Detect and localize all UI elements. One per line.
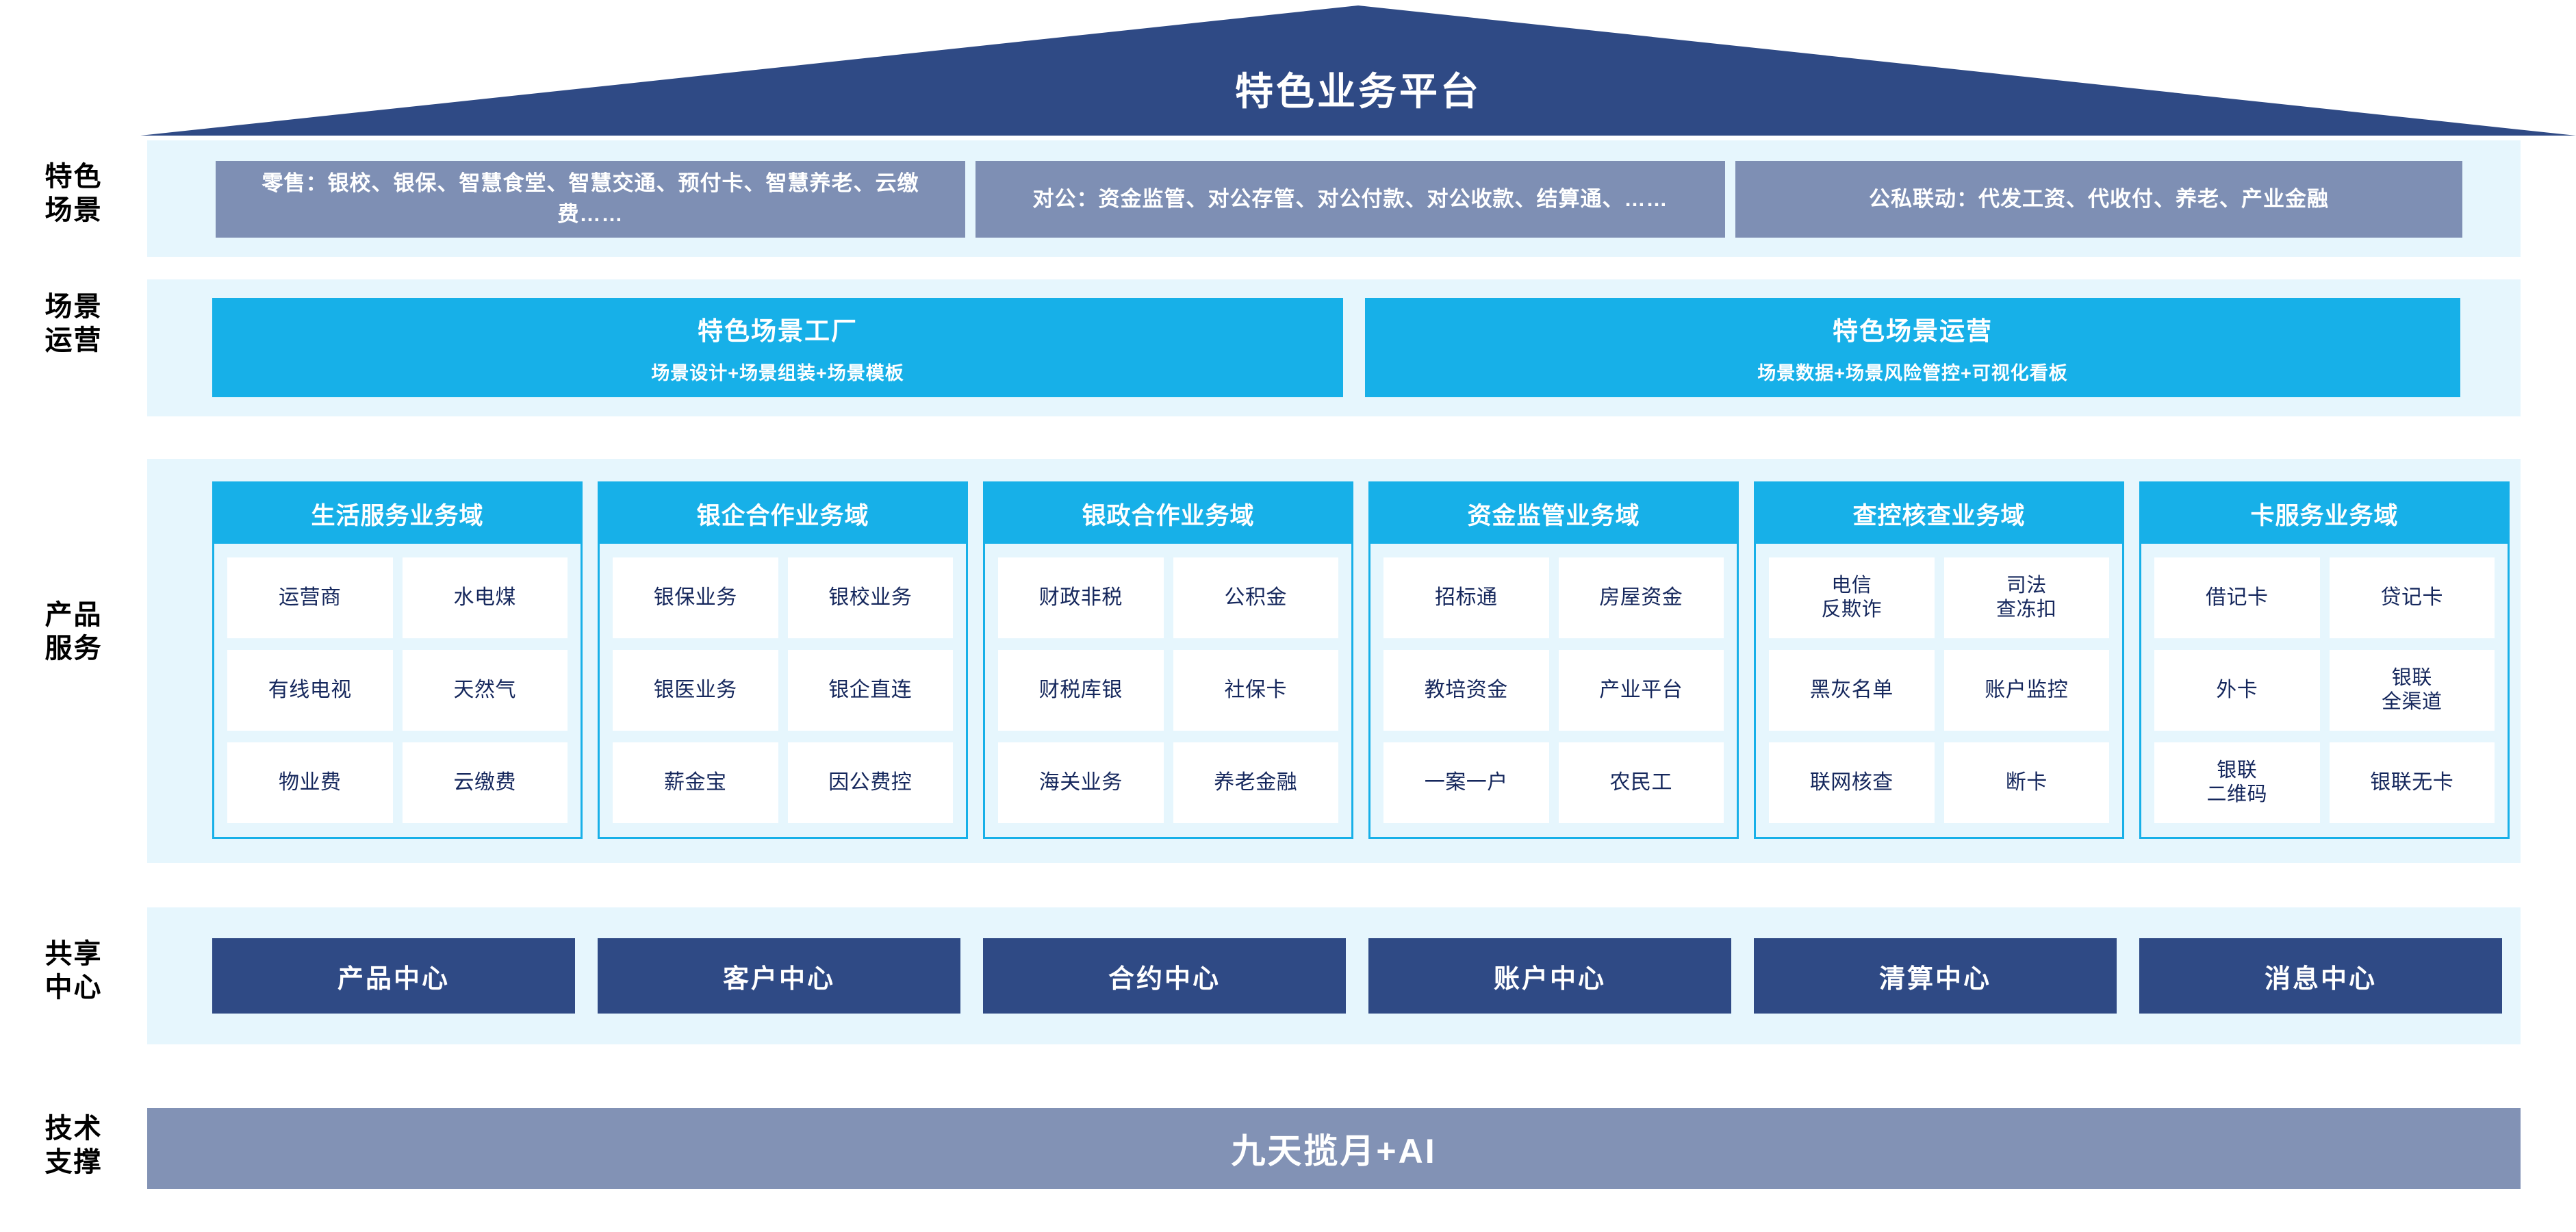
domain-cell-grid: 招标通 房屋资金 教培资金 产业平台 一案一户 农民工 <box>1370 544 1737 837</box>
rail-label-tech-support: 技术 支撑 <box>0 1096 147 1195</box>
center-box-message[interactable]: 消息中心 <box>2139 938 2502 1014</box>
domain-cell[interactable]: 公积金 <box>1173 557 1338 638</box>
rail-label-products: 产品 服务 <box>0 582 147 681</box>
center-box-label: 账户中心 <box>1493 964 1606 994</box>
ops-subtitle: 场景设计+场景组装+场景模板 <box>651 363 904 384</box>
rail-label-line2: 支撑 <box>44 1146 103 1177</box>
center-box-label: 客户中心 <box>722 964 835 994</box>
center-box-account[interactable]: 账户中心 <box>1368 938 1731 1014</box>
domain-cell[interactable]: 云缴费 <box>402 742 568 823</box>
rail-label-line2: 场景 <box>44 194 103 225</box>
center-box-clearing[interactable]: 清算中心 <box>1754 938 2117 1014</box>
rail-label-shared-centers: 共享 中心 <box>0 921 147 1020</box>
domain-cell[interactable]: 银联二维码 <box>2154 742 2320 823</box>
domain-investigation-control[interactable]: 查控核查业务域 电信反欺诈 司法查冻扣 黑灰名单 账户监控 联网核查 断卡 <box>1754 481 2124 839</box>
domain-cell[interactable]: 银联无卡 <box>2329 742 2495 823</box>
domain-cell[interactable]: 物业费 <box>227 742 393 823</box>
rail-label-line1: 场景 <box>44 291 103 322</box>
domain-title: 查控核查业务域 <box>1756 483 2122 544</box>
roof-shape <box>140 5 2576 136</box>
domain-cell-grid: 电信反欺诈 司法查冻扣 黑灰名单 账户监控 联网核查 断卡 <box>1756 544 2122 837</box>
domain-cell[interactable]: 银校业务 <box>787 557 953 638</box>
tech-support-bar[interactable]: 九天揽月+AI <box>147 1108 2521 1189</box>
rail-label-line1: 产品 <box>44 599 103 630</box>
ops-box-scene-operations[interactable]: 特色场景运营 场景数据+场景风险管控+可视化看板 <box>1365 298 2460 397</box>
ops-title: 特色场景运营 <box>1833 317 1993 345</box>
center-box-product[interactable]: 产品中心 <box>212 938 575 1014</box>
rail-label-line1: 技术 <box>44 1113 103 1144</box>
domain-cell[interactable]: 房屋资金 <box>1558 557 1724 638</box>
rail-label-operations: 场景 运营 <box>0 274 147 373</box>
center-box-label: 产品中心 <box>337 964 450 994</box>
domain-card-services[interactable]: 卡服务业务域 借记卡 贷记卡 外卡 银联全渠道 银联二维码 银联无卡 <box>2139 481 2510 839</box>
domain-cell[interactable]: 招标通 <box>1383 557 1549 638</box>
scene-box-text: 公私联动：代发工资、代收付、养老、产业金融 <box>1869 186 2329 211</box>
domain-life-services[interactable]: 生活服务业务域 运营商 水电煤 有线电视 天然气 物业费 云缴费 <box>212 481 583 839</box>
domain-title: 资金监管业务域 <box>1370 483 1737 544</box>
domain-cell[interactable]: 外卡 <box>2154 650 2320 731</box>
center-box-label: 合约中心 <box>1108 964 1221 994</box>
domain-cell-grid: 借记卡 贷记卡 外卡 银联全渠道 银联二维码 银联无卡 <box>2141 544 2508 837</box>
row-label-rail: 特色 场景 场景 运营 产品 服务 共享 中心 技术 支撑 <box>0 0 147 1232</box>
domain-cell[interactable]: 天然气 <box>402 650 568 731</box>
rail-label-line2: 中心 <box>44 972 103 1003</box>
domain-cell[interactable]: 教培资金 <box>1383 650 1549 731</box>
domain-cell[interactable]: 司法查冻扣 <box>1943 557 2109 638</box>
domain-cell[interactable]: 银保业务 <box>613 557 778 638</box>
domain-cell[interactable]: 贷记卡 <box>2329 557 2495 638</box>
scene-box-text: 零售：银校、银保、智慧食堂、智慧交通、预付卡、智慧养老、云缴费…… <box>262 171 919 226</box>
domain-cell[interactable]: 财政非税 <box>998 557 1164 638</box>
domain-cell[interactable]: 银联全渠道 <box>2329 650 2495 731</box>
domain-cell[interactable]: 银企直连 <box>787 650 953 731</box>
page-title: 特色业务平台 <box>1235 69 1481 113</box>
domain-cell[interactable]: 有线电视 <box>227 650 393 731</box>
domain-cell[interactable]: 薪金宝 <box>613 742 778 823</box>
scene-box-public-private: 公私联动：代发工资、代收付、养老、产业金融 <box>1735 161 2462 238</box>
rail-label-line2: 服务 <box>44 633 103 664</box>
rail-label-scenes: 特色 场景 <box>0 144 147 243</box>
domain-cell-grid: 财政非税 公积金 财税库银 社保卡 海关业务 养老金融 <box>985 544 1351 837</box>
domain-cell[interactable]: 账户监控 <box>1943 650 2109 731</box>
domain-cell-grid: 运营商 水电煤 有线电视 天然气 物业费 云缴费 <box>214 544 581 837</box>
domain-title: 卡服务业务域 <box>2141 483 2508 544</box>
domain-cell[interactable]: 农民工 <box>1558 742 1724 823</box>
platform-roof: 特色业务平台 <box>140 5 2576 136</box>
domain-cell[interactable]: 因公费控 <box>787 742 953 823</box>
scene-box-corporate: 对公：资金监管、对公存管、对公付款、对公收款、结算通、…… <box>975 161 1725 238</box>
domain-cell[interactable]: 产业平台 <box>1558 650 1724 731</box>
scene-box-text: 对公：资金监管、对公存管、对公付款、对公收款、结算通、…… <box>1032 186 1668 211</box>
domain-cell[interactable]: 借记卡 <box>2154 557 2320 638</box>
ops-subtitle: 场景数据+场景风险管控+可视化看板 <box>1757 363 2068 384</box>
domain-title: 生活服务业务域 <box>214 483 581 544</box>
domain-cell[interactable]: 养老金融 <box>1173 742 1338 823</box>
domain-cell[interactable]: 一案一户 <box>1383 742 1549 823</box>
ops-box-scene-factory[interactable]: 特色场景工厂 场景设计+场景组装+场景模板 <box>212 298 1343 397</box>
domain-cell[interactable]: 社保卡 <box>1173 650 1338 731</box>
domain-cell[interactable]: 断卡 <box>1943 742 2109 823</box>
domain-fund-supervision[interactable]: 资金监管业务域 招标通 房屋资金 教培资金 产业平台 一案一户 农民工 <box>1368 481 1739 839</box>
domain-cell[interactable]: 水电煤 <box>402 557 568 638</box>
domain-cell[interactable]: 电信反欺诈 <box>1769 557 1935 638</box>
center-box-contract[interactable]: 合约中心 <box>983 938 1346 1014</box>
domain-cell-grid: 银保业务 银校业务 银医业务 银企直连 薪金宝 因公费控 <box>600 544 966 837</box>
ops-title: 特色场景工厂 <box>698 317 858 345</box>
center-box-customer[interactable]: 客户中心 <box>598 938 960 1014</box>
domain-cell[interactable]: 运营商 <box>227 557 393 638</box>
rail-label-line2: 运营 <box>44 325 103 355</box>
center-box-label: 消息中心 <box>2264 964 2377 994</box>
domain-cell[interactable]: 黑灰名单 <box>1769 650 1935 731</box>
domain-cell[interactable]: 财税库银 <box>998 650 1164 731</box>
domain-cell[interactable]: 海关业务 <box>998 742 1164 823</box>
domain-bank-government[interactable]: 银政合作业务域 财政非税 公积金 财税库银 社保卡 海关业务 养老金融 <box>983 481 1353 839</box>
domain-title: 银企合作业务域 <box>600 483 966 544</box>
rail-label-line1: 特色 <box>44 161 103 192</box>
tech-support-label: 九天揽月+AI <box>1231 1132 1437 1170</box>
center-box-label: 清算中心 <box>1878 964 1991 994</box>
domain-bank-enterprise[interactable]: 银企合作业务域 银保业务 银校业务 银医业务 银企直连 薪金宝 因公费控 <box>598 481 968 839</box>
rail-label-line1: 共享 <box>44 938 103 969</box>
domain-cell[interactable]: 联网核查 <box>1769 742 1935 823</box>
domain-cell[interactable]: 银医业务 <box>613 650 778 731</box>
domain-title: 银政合作业务域 <box>985 483 1351 544</box>
scene-box-retail: 零售：银校、银保、智慧食堂、智慧交通、预付卡、智慧养老、云缴费…… <box>216 161 965 238</box>
